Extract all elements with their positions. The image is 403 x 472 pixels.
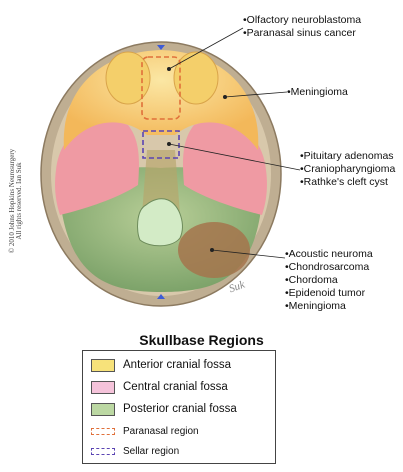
legend-title: Skullbase Regions: [0, 332, 403, 348]
meningioma-bottom-label: •Meningioma: [285, 300, 373, 313]
chondrosarcoma-label: •Chondrosarcoma: [285, 261, 373, 274]
paranasal-cancer-label: •Paranasal sinus cancer: [243, 27, 361, 40]
acoustic-label: •Acoustic neuroma: [285, 248, 373, 261]
legend-label-paranasal: Paranasal region: [123, 426, 199, 437]
chordoma-label: •Chordoma: [285, 274, 373, 287]
legend-swatch-paranasal: [91, 428, 115, 435]
copyright-line-2: All rights reserved. Ian Suk: [16, 136, 23, 266]
legend-box: Anterior cranial fossa Central cranial f…: [82, 350, 276, 464]
meningioma-top-label: •Meningioma: [287, 86, 348, 99]
legend-swatch-anterior: [91, 359, 115, 372]
legend-row-paranasal: Paranasal region: [91, 423, 199, 439]
posterior-callout: •Acoustic neuroma •Chondrosarcoma •Chord…: [285, 248, 373, 313]
legend-label-sellar: Sellar region: [123, 446, 179, 457]
legend-row-anterior: Anterior cranial fossa: [91, 357, 231, 373]
anterior-callout: •Olfactory neuroblastoma •Paranasal sinu…: [243, 14, 361, 40]
legend-label-posterior: Posterior cranial fossa: [123, 403, 237, 415]
sellar-callout: •Pituitary adenomas •Craniopharyngioma •…: [300, 150, 395, 189]
legend-swatch-posterior: [91, 403, 115, 416]
left-orbit: [106, 52, 150, 104]
legend-row-posterior: Posterior cranial fossa: [91, 401, 237, 417]
skull-base-figure: © 2010 Johns Hopkins Neurosurgery All ri…: [0, 0, 403, 320]
meningioma-top-callout: •Meningioma: [287, 86, 348, 99]
legend-label-central: Central cranial fossa: [123, 381, 228, 393]
craniopharyngioma-label: •Craniopharyngioma: [300, 163, 395, 176]
copyright-note: © 2010 Johns Hopkins Neurosurgery All ri…: [9, 136, 21, 266]
legend-row-sellar: Sellar region: [91, 443, 179, 459]
rathke-label: •Rathke's cleft cyst: [300, 176, 395, 189]
legend-label-anterior: Anterior cranial fossa: [123, 359, 231, 371]
legend-swatch-sellar: [91, 448, 115, 455]
pituitary-label: •Pituitary adenomas: [300, 150, 395, 163]
epidenoid-label: •Epidenoid tumor: [285, 287, 373, 300]
foramen-magnum: [138, 199, 183, 246]
legend-row-central: Central cranial fossa: [91, 379, 228, 395]
legend-swatch-central: [91, 381, 115, 394]
olfactory-label: •Olfactory neuroblastoma: [243, 14, 361, 27]
